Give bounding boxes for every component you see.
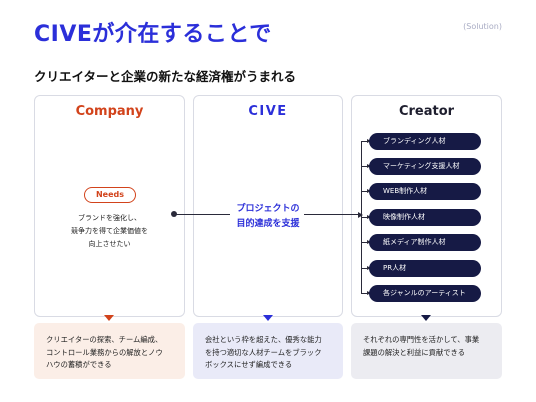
page-title: CIVEが介在することで <box>34 22 272 47</box>
company-panel: Company Needs ブランドを強化し、 競争力を得て企業価値を 向上させ… <box>34 95 185 317</box>
page-subtitle: クリエイターと企業の新たな経済権がうまれる <box>34 69 297 84</box>
company-heading: Company <box>75 104 144 119</box>
creator-item: ブランディング人材 <box>369 133 481 150</box>
creator-item: 紙メディア制作人材 <box>369 234 481 251</box>
cive-down-triangle-icon <box>263 315 273 321</box>
section-tag: (Solution) <box>463 22 502 31</box>
creator-item: 各ジャンルのアーティスト <box>369 285 481 302</box>
creator-panel: Creator <box>351 95 502 317</box>
creator-item: PR人材 <box>369 260 481 277</box>
creator-item: マーケティング支援人材 <box>369 158 481 175</box>
company-down-triangle-icon <box>104 315 114 321</box>
needs-badge: Needs <box>84 187 136 203</box>
cive-creator-arrow <box>304 211 363 218</box>
needs-description: ブランドを強化し、 競争力を得て企業価値を 向上させたい <box>71 214 148 248</box>
cive-heading: CIVE <box>248 104 288 119</box>
creator-item: 映像制作人材 <box>369 209 481 226</box>
company-result: クリエイターの探索、チーム編成、 コントロール業務からの解放とノウ ハウの蓄積が… <box>34 323 185 379</box>
company-cive-connector <box>174 214 230 215</box>
cive-description: プロジェクトの 目的達成を支援 <box>236 204 300 229</box>
creator-item: WEB制作人材 <box>369 183 481 200</box>
cive-result: 会社という枠を超えた、優秀な能力 を持つ適切な人材チームをブラック ボックスにせ… <box>193 323 343 379</box>
creator-result: それぞれの専門性を活かして、事業 課題の解決と利益に貢献できる <box>351 323 502 379</box>
creator-heading: Creator <box>398 104 455 119</box>
creator-down-triangle-icon <box>421 315 431 321</box>
cive-panel: CIVE プロジェクトの 目的達成を支援 <box>193 95 343 317</box>
